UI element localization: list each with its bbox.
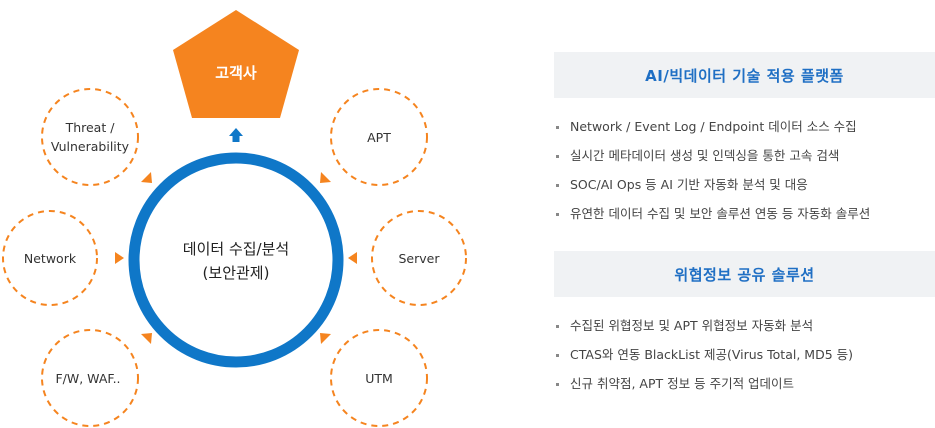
source-apt-label: APT	[367, 130, 391, 145]
source-threat-label-2: Vulnerability	[51, 139, 130, 154]
panel-ai-platform-list: Network / Event Log / Endpoint 데이터 소스 수집…	[554, 112, 935, 228]
customer-pentagon	[173, 10, 299, 118]
list-item: 유연한 데이터 수집 및 보안 솔루션 연동 등 자동화 솔루션	[554, 199, 935, 228]
source-network-circle	[2, 210, 98, 306]
source-network-label: Network	[24, 251, 77, 266]
arrow-network-icon	[115, 252, 124, 264]
panel-threat-sharing-title: 위협정보 공유 솔루션	[554, 251, 935, 297]
panel-ai-platform-title: AI/빅데이터 기술 적용 플랫폼	[554, 52, 935, 98]
list-item: 신규 취약점, APT 정보 등 주기적 업데이트	[554, 369, 935, 398]
source-threat-label-1: Threat /	[65, 120, 116, 135]
diagram: 고객사 데이터 수집/분석 (보안관제) Threat / Vulnerabil…	[2, 10, 467, 427]
arrow-fw-icon	[141, 333, 152, 344]
center-label-line1: 데이터 수집/분석	[183, 240, 289, 258]
source-utm-label: UTM	[365, 371, 393, 386]
list-item: 수집된 위협정보 및 APT 위협정보 자동화 분석	[554, 311, 935, 340]
source-utm-circle	[330, 329, 428, 427]
source-apt-circle	[330, 88, 428, 186]
arrow-server-icon	[348, 252, 357, 264]
center-label-line2: (보안관제)	[203, 264, 270, 282]
panel-threat-sharing-list: 수집된 위협정보 및 APT 위협정보 자동화 분석 CTAS와 연동 Blac…	[554, 311, 935, 398]
list-item: CTAS와 연동 BlackList 제공(Virus Total, MD5 등…	[554, 340, 935, 369]
source-server-label: Server	[399, 251, 441, 266]
customer-label: 고객사	[215, 64, 257, 82]
list-item: Network / Event Log / Endpoint 데이터 소스 수집	[554, 112, 935, 141]
source-fw-circle	[41, 329, 139, 427]
source-server-circle	[371, 210, 467, 306]
arrow-utm-icon	[320, 333, 331, 344]
list-item: SOC/AI Ops 등 AI 기반 자동화 분석 및 대응	[554, 170, 935, 199]
arrow-apt-icon	[320, 172, 331, 183]
source-fw-label: F/W, WAF..	[55, 371, 120, 386]
center-ring	[128, 152, 344, 368]
source-threat-circle	[41, 88, 139, 186]
arrow-threat-icon	[141, 172, 152, 183]
up-arrow-icon	[229, 128, 243, 142]
panel-threat-sharing: 위협정보 공유 솔루션 수집된 위협정보 및 APT 위협정보 자동화 분석 C…	[554, 251, 935, 398]
list-item: 실시간 메타데이터 생성 및 인덱싱을 통한 고속 검색	[554, 141, 935, 170]
panel-ai-platform: AI/빅데이터 기술 적용 플랫폼 Network / Event Log / …	[554, 52, 935, 228]
